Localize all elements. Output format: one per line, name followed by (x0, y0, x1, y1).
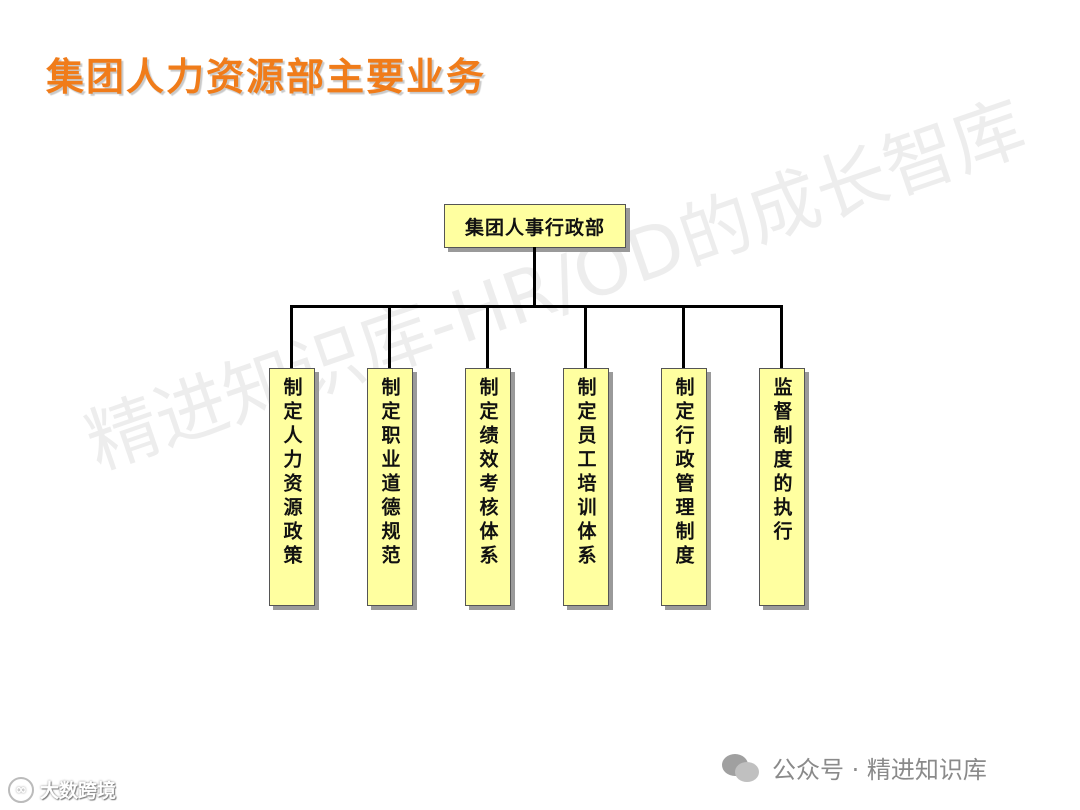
watermark: 精进知识库-HR/OD的成长智库 (75, 84, 1036, 486)
connector-root-vertical (533, 247, 536, 307)
connector-branch-2 (388, 305, 391, 369)
org-child-label: 制定绩效考核体系 (476, 377, 499, 569)
org-child-label: 制定行政管理制度 (672, 377, 695, 569)
connector-branch-5 (682, 305, 685, 369)
org-child-box: 制定绩效考核体系 (465, 368, 511, 606)
org-child-box: 制定人力资源政策 (269, 368, 315, 606)
page-title: 集团人力资源部主要业务 (46, 54, 487, 99)
footer-left-logo: ∞ 大数跨境 (8, 776, 116, 803)
footer-left-text: 大数跨境 (40, 780, 117, 802)
logo-icon: ∞ (8, 776, 34, 803)
connector-branch-6 (780, 305, 783, 369)
connector-branch-3 (486, 305, 489, 369)
footer-brand: 公众号 · 精进知识库 (722, 750, 987, 785)
footer-brand-text: 公众号 · 精进知识库 (772, 756, 987, 784)
org-child-label: 制定员工培训体系 (574, 377, 597, 569)
connector-branch-1 (290, 305, 293, 369)
org-child-label: 制定人力资源政策 (280, 377, 303, 569)
org-child-box: 制定行政管理制度 (661, 368, 707, 606)
org-child-box: 制定员工培训体系 (563, 368, 609, 606)
connector-branch-4 (584, 305, 587, 369)
org-child-box: 制定职业道德规范 (367, 368, 413, 606)
wechat-icon (722, 752, 762, 784)
org-child-label: 制定职业道德规范 (378, 377, 401, 569)
org-child-label: 监督制度的执行 (770, 377, 793, 545)
org-root-label: 集团人事行政部 (464, 216, 605, 239)
org-child-box: 监督制度的执行 (759, 368, 805, 606)
org-root-box: 集团人事行政部 (444, 204, 626, 248)
connector-horizontal (290, 305, 781, 308)
